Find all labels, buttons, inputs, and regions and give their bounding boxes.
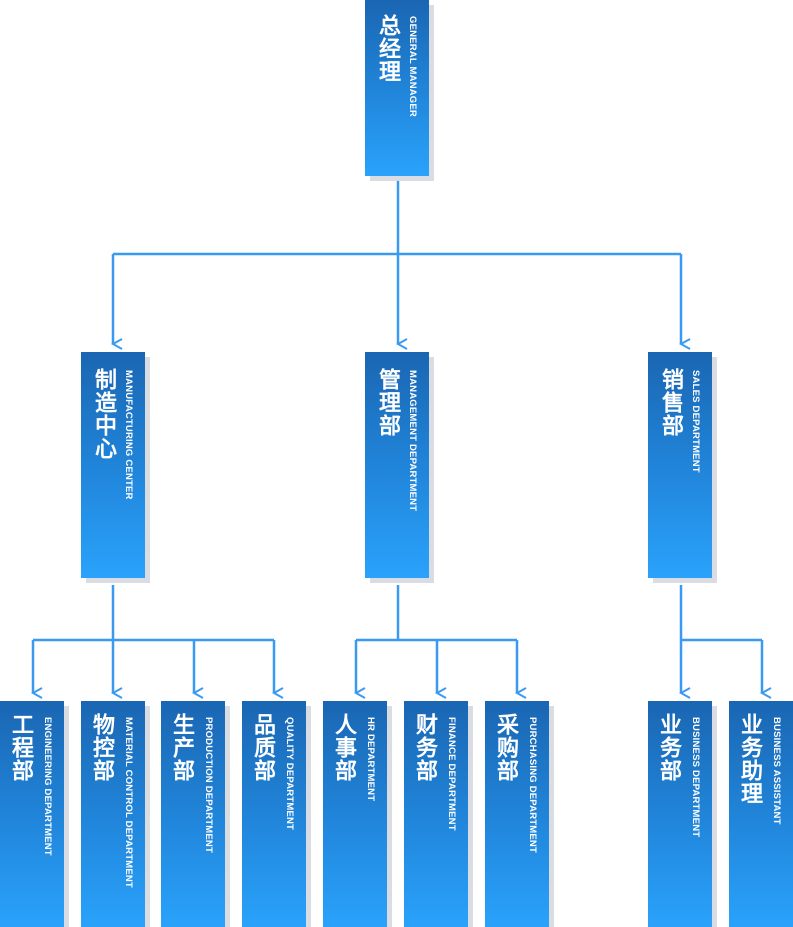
node-title-en: FINANCE DEPARTMENT xyxy=(446,717,457,831)
purchasing-department-node: 采购部 PURCHASING DEPARTMENT xyxy=(485,701,549,927)
production-department-node: 生产部 PRODUCTION DEPARTMENT xyxy=(161,701,225,927)
node-title-cn: 销售部 xyxy=(658,368,683,437)
management-department-node: 管理部 MANAGEMENT DEPARTMENT xyxy=(365,352,429,578)
node-title-en: SALES DEPARTMENT xyxy=(690,370,701,473)
engineering-department-node: 工程部 ENGINEERING DEPARTMENT xyxy=(0,701,64,927)
node-title-cn: 管理部 xyxy=(375,368,400,437)
node-title-cn: 业务部 xyxy=(656,713,681,782)
node-title-en: PRODUCTION DEPARTMENT xyxy=(203,717,214,853)
node-title-cn: 工程部 xyxy=(8,713,33,782)
node-title-en: ENGINEERING DEPARTMENT xyxy=(42,717,53,856)
material-control-department-node: 物控部 MATERIAL CONTROL DEPARTMENT xyxy=(81,701,145,927)
node-title-en: MANAGEMENT DEPARTMENT xyxy=(407,370,418,512)
hr-department-node: 人事部 HR DEPARTMENT xyxy=(323,701,387,927)
node-title-cn: 物控部 xyxy=(89,713,114,782)
node-title-en: GENERAL MANAGER xyxy=(407,16,418,117)
business-department-node: 业务部 BUSINESS DEPARTMENT xyxy=(648,701,712,927)
quality-department-node: 品质部 QUALITY DEPARTMENT xyxy=(242,701,306,927)
node-title-en: MATERIAL CONTROL DEPARTMENT xyxy=(123,717,134,888)
node-title-cn: 业务助理 xyxy=(737,713,762,805)
node-title-en: BUSINESS ASSISTANT xyxy=(771,717,782,825)
node-title-cn: 生产部 xyxy=(169,713,194,782)
node-title-en: HR DEPARTMENT xyxy=(365,717,376,802)
node-title-en: MANUFACTURING CENTER xyxy=(123,370,134,500)
finance-department-node: 财务部 FINANCE DEPARTMENT xyxy=(404,701,468,927)
node-title-cn: 总经理 xyxy=(375,14,400,83)
node-title-cn: 采购部 xyxy=(493,713,518,782)
business-assistant-node: 业务助理 BUSINESS ASSISTANT xyxy=(729,701,793,927)
node-title-cn: 人事部 xyxy=(331,713,356,782)
node-title-en: QUALITY DEPARTMENT xyxy=(284,717,295,831)
node-title-cn: 制造中心 xyxy=(91,368,116,460)
node-title-cn: 财务部 xyxy=(412,713,437,782)
node-title-en: PURCHASING DEPARTMENT xyxy=(527,717,538,853)
sales-department-node: 销售部 SALES DEPARTMENT xyxy=(648,352,712,578)
node-title-cn: 品质部 xyxy=(250,713,275,782)
general-manager-node: 总经理 GENERAL MANAGER xyxy=(365,0,429,176)
manufacturing-center-node: 制造中心 MANUFACTURING CENTER xyxy=(81,352,145,578)
node-title-en: BUSINESS DEPARTMENT xyxy=(690,717,701,838)
